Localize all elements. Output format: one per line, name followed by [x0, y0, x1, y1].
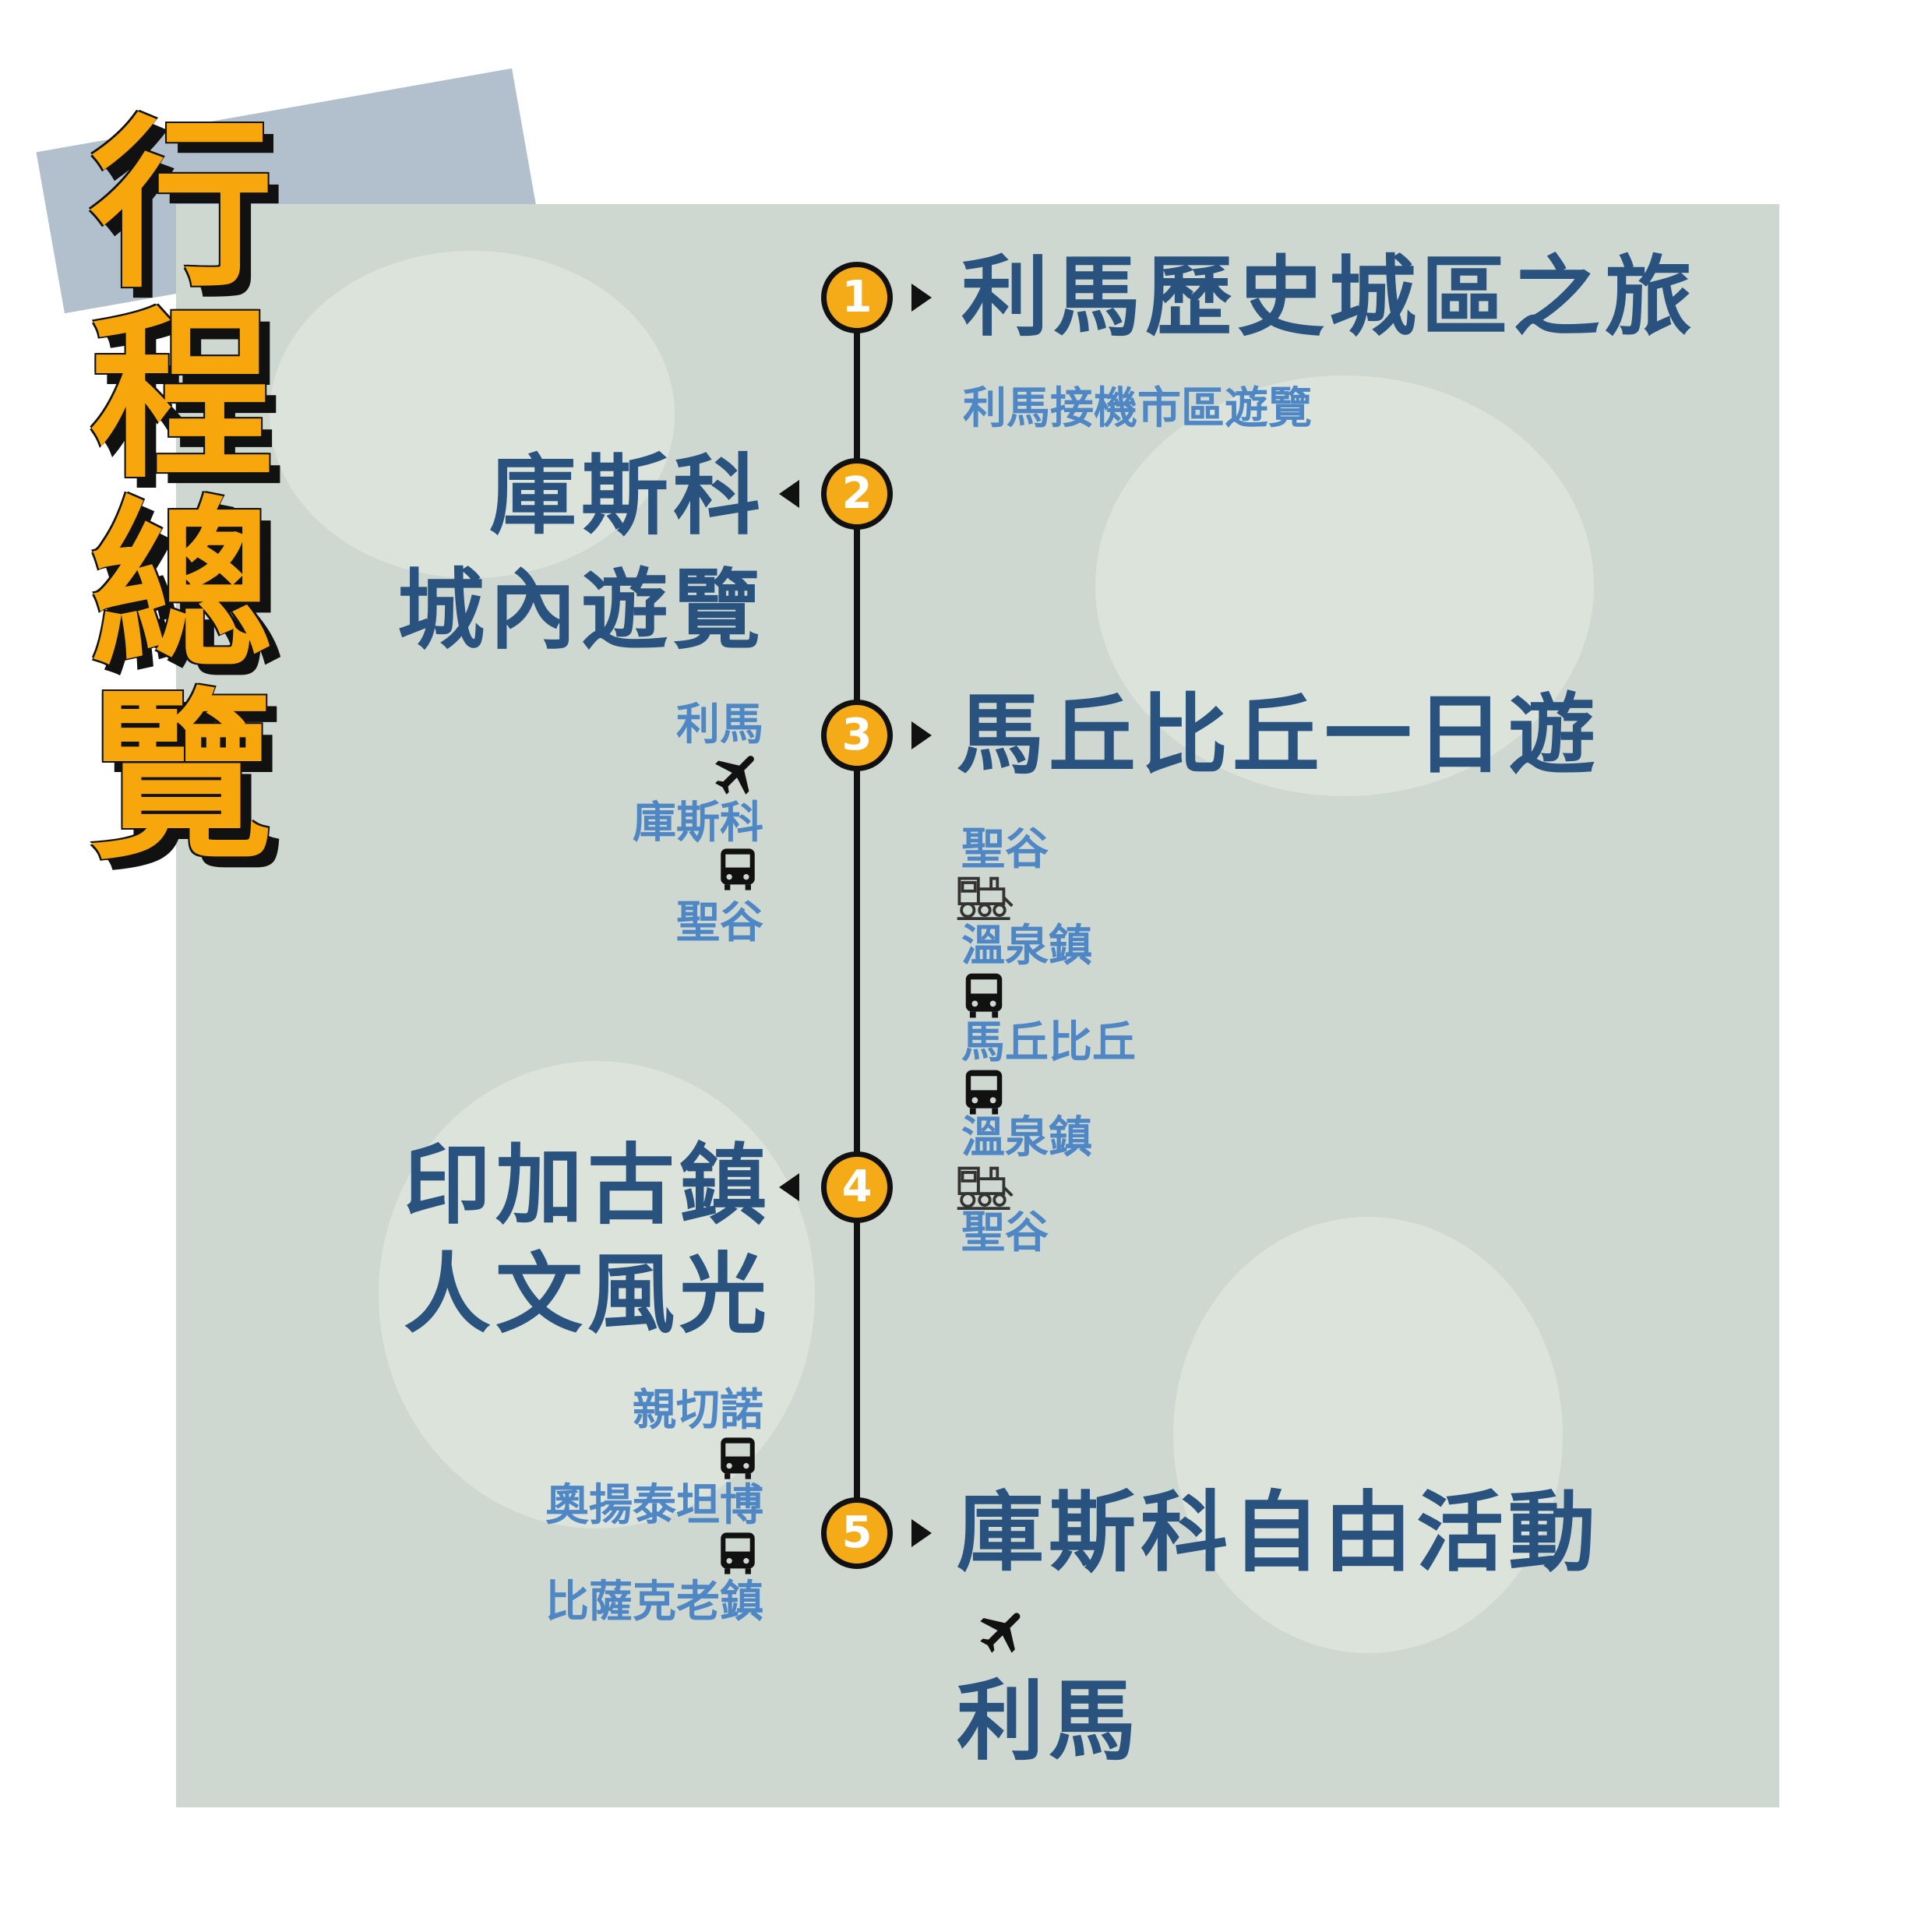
texture-smudge [1095, 375, 1594, 796]
arrow-right-icon [911, 284, 932, 312]
page-title-char: 覽 [90, 672, 273, 885]
page-title-char: 總 [90, 481, 273, 694]
day-1-subtitle: 利馬接機市區遊覽 [963, 383, 1312, 434]
day-2-heading-line-2: 城內遊覽 [397, 560, 765, 661]
bus-icon [721, 1437, 755, 1479]
day-4-marker: 4 [821, 1151, 893, 1223]
arrow-right-icon [911, 1519, 932, 1547]
day-3-marker: 3 [821, 700, 893, 771]
timeline-line [854, 294, 860, 1533]
day-5-heading: 庫斯科自由活動 [957, 1482, 1600, 1584]
background-panel [176, 204, 1779, 1807]
bus-icon [965, 973, 1003, 1018]
bus-icon [721, 1532, 755, 1574]
day-3-stop: 溫泉鎮 [961, 921, 1092, 971]
bus-icon [965, 1070, 1003, 1115]
plane-icon [980, 1613, 1021, 1653]
texture-smudge [1173, 1217, 1563, 1653]
day-1-heading: 利馬歷史城區之旅 [961, 247, 1697, 348]
day-4-stop: 親切諾 [633, 1385, 763, 1436]
page-title-char: 行 [90, 100, 273, 312]
day-2-heading-line-1: 庫斯科 [489, 446, 765, 547]
day-2-stop: 利馬 [676, 700, 763, 750]
plane-icon [715, 756, 754, 795]
texture-smudge [270, 251, 675, 578]
day-5-marker: 5 [821, 1497, 893, 1569]
page-title-char: 程 [90, 291, 273, 503]
day-1-marker: 1 [821, 262, 893, 333]
bus-icon [721, 848, 755, 890]
arrow-left-icon [779, 1173, 799, 1201]
day-3-stop: 馬丘比丘 [961, 1017, 1136, 1068]
day-3-stop: 聖谷 [961, 824, 1049, 875]
day-4-stop: 比薩克老鎮 [545, 1577, 763, 1627]
train-icon [957, 876, 1014, 921]
day-2-stop: 聖谷 [676, 897, 763, 948]
arrow-right-icon [911, 721, 932, 749]
day-3-heading: 馬丘比丘一日遊 [957, 685, 1600, 786]
day-5-destination: 利馬 [957, 1671, 1141, 1772]
day-2-marker: 2 [821, 458, 893, 530]
arrow-left-icon [779, 480, 799, 508]
day-3-stop: 溫泉鎮 [961, 1112, 1092, 1163]
day-3-stop: 聖谷 [961, 1208, 1049, 1258]
day-2-stop: 庫斯科 [633, 798, 763, 848]
day-4-heading-line-2: 人文風光 [404, 1244, 771, 1345]
day-4-stop: 奧揚泰坦博 [545, 1480, 763, 1531]
train-icon [957, 1166, 1014, 1211]
day-4-heading-line-1: 印加古鎮 [404, 1135, 771, 1236]
